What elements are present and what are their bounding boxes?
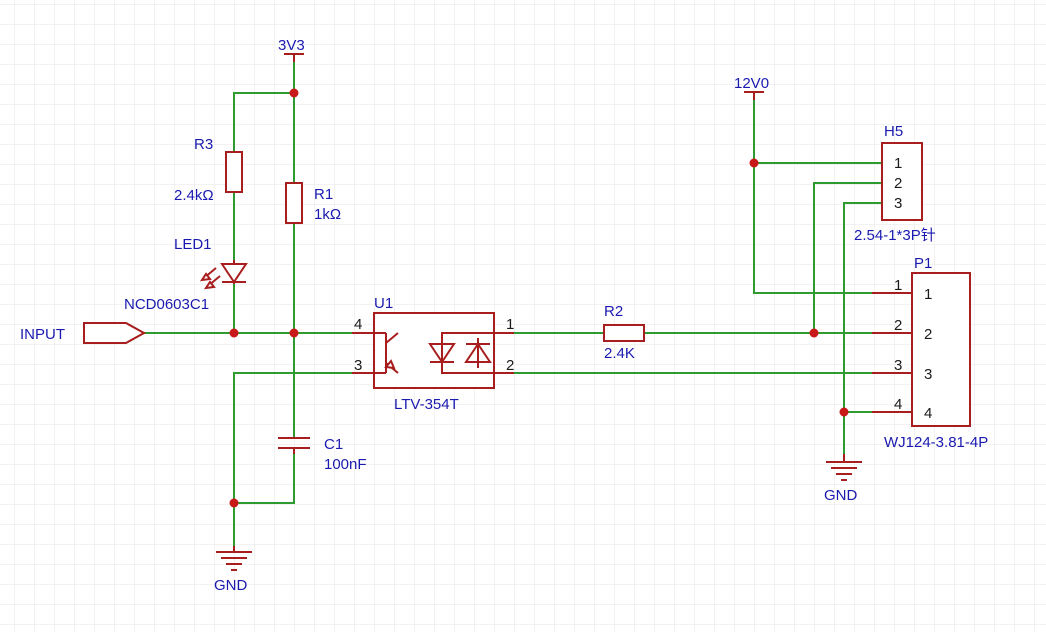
input-port[interactable]: INPUT (20, 322, 147, 344)
optocoupler-u1[interactable]: 4 3 1 2 U1 LTV-354T (352, 295, 514, 413)
net-label-3v3: 3V3 (278, 37, 305, 54)
r3-value: 2.4kΩ (174, 187, 214, 204)
junction-3v3 (289, 88, 299, 98)
u1-ref: U1 (374, 295, 393, 312)
h5-value: 2.54-1*3P针 (854, 227, 936, 244)
h5-pin-1: 1 (894, 155, 902, 172)
r1-ref: R1 (314, 186, 333, 203)
led-emission-arrowhead-2 (203, 280, 216, 290)
u1-pin-4: 4 (354, 316, 362, 333)
junction-gnd-right (839, 407, 849, 417)
led1-value: NCD0603C1 (124, 296, 209, 313)
r1-value: 1kΩ (314, 206, 341, 223)
connector-p1[interactable]: 1 2 3 4 1 2 3 4 P1 WJ124-3.81-4P (872, 255, 988, 451)
led1-ref: LED1 (174, 236, 212, 253)
p1-inner-pin-2: 2 (924, 326, 932, 343)
u1-pin-3: 3 (354, 357, 362, 374)
wire-3v3-to-r3 (233, 92, 294, 152)
junction-gnd-left (229, 498, 239, 508)
h5-pin-3: 3 (894, 195, 902, 212)
p1-ref: P1 (914, 255, 932, 272)
junction-input-led (229, 328, 239, 338)
u1-pin-1: 1 (506, 316, 514, 333)
p1-outer-pin-1: 1 (894, 277, 902, 294)
power-3v3: 3V3 (278, 37, 305, 62)
led-emission-arrowhead-1 (199, 272, 212, 282)
power-12v: 12V0 (734, 75, 769, 100)
led-led1[interactable]: LED1 NCD0603C1 (124, 236, 248, 313)
wire-h5-pin2 (813, 182, 882, 333)
p1-inner-pin-3: 3 (924, 366, 932, 383)
p1-inner-pin-1: 1 (924, 286, 932, 303)
h5-ref: H5 (884, 123, 903, 140)
p1-outer-pin-3: 3 (894, 357, 902, 374)
junctions (229, 88, 849, 508)
resistor-r3[interactable]: R3 2.4kΩ (174, 136, 243, 204)
junction-12v (749, 158, 759, 168)
net-label-gnd-left: GND (214, 577, 248, 594)
wire-c1-to-gnd (234, 452, 295, 504)
net-label-12v: 12V0 (734, 75, 769, 92)
junction-input-r1 (289, 328, 299, 338)
net-label-gnd-right: GND (824, 487, 858, 504)
wire-pin3-to-gnd (233, 372, 374, 552)
net-label-input: INPUT (20, 326, 65, 343)
wire-h5-pin3-to-gnd (843, 202, 882, 460)
header-h5[interactable]: 1 2 3 H5 2.54-1*3P针 (854, 123, 936, 244)
c1-ref: C1 (324, 436, 343, 453)
resistor-r2[interactable]: R2 2.4K (603, 303, 645, 362)
junction-r2-h5 (809, 328, 819, 338)
resistor-r1[interactable]: R1 1kΩ (285, 182, 341, 224)
wires (144, 60, 904, 552)
ground-right: GND (824, 454, 862, 504)
p1-outer-pin-4: 4 (894, 396, 902, 413)
p1-outer-pin-2: 2 (894, 317, 902, 334)
u1-value: LTV-354T (394, 396, 459, 413)
p1-inner-pin-4: 4 (924, 405, 932, 422)
h5-pin-2: 2 (894, 175, 902, 192)
p1-value: WJ124-3.81-4P (884, 434, 988, 451)
u1-pin-2: 2 (506, 357, 514, 374)
capacitor-c1[interactable]: C1 100nF (278, 436, 367, 473)
c1-value: 100nF (324, 456, 367, 473)
ground-left: GND (214, 546, 252, 594)
r3-ref: R3 (194, 136, 213, 153)
r2-value: 2.4K (604, 345, 635, 362)
r2-ref: R2 (604, 303, 623, 320)
